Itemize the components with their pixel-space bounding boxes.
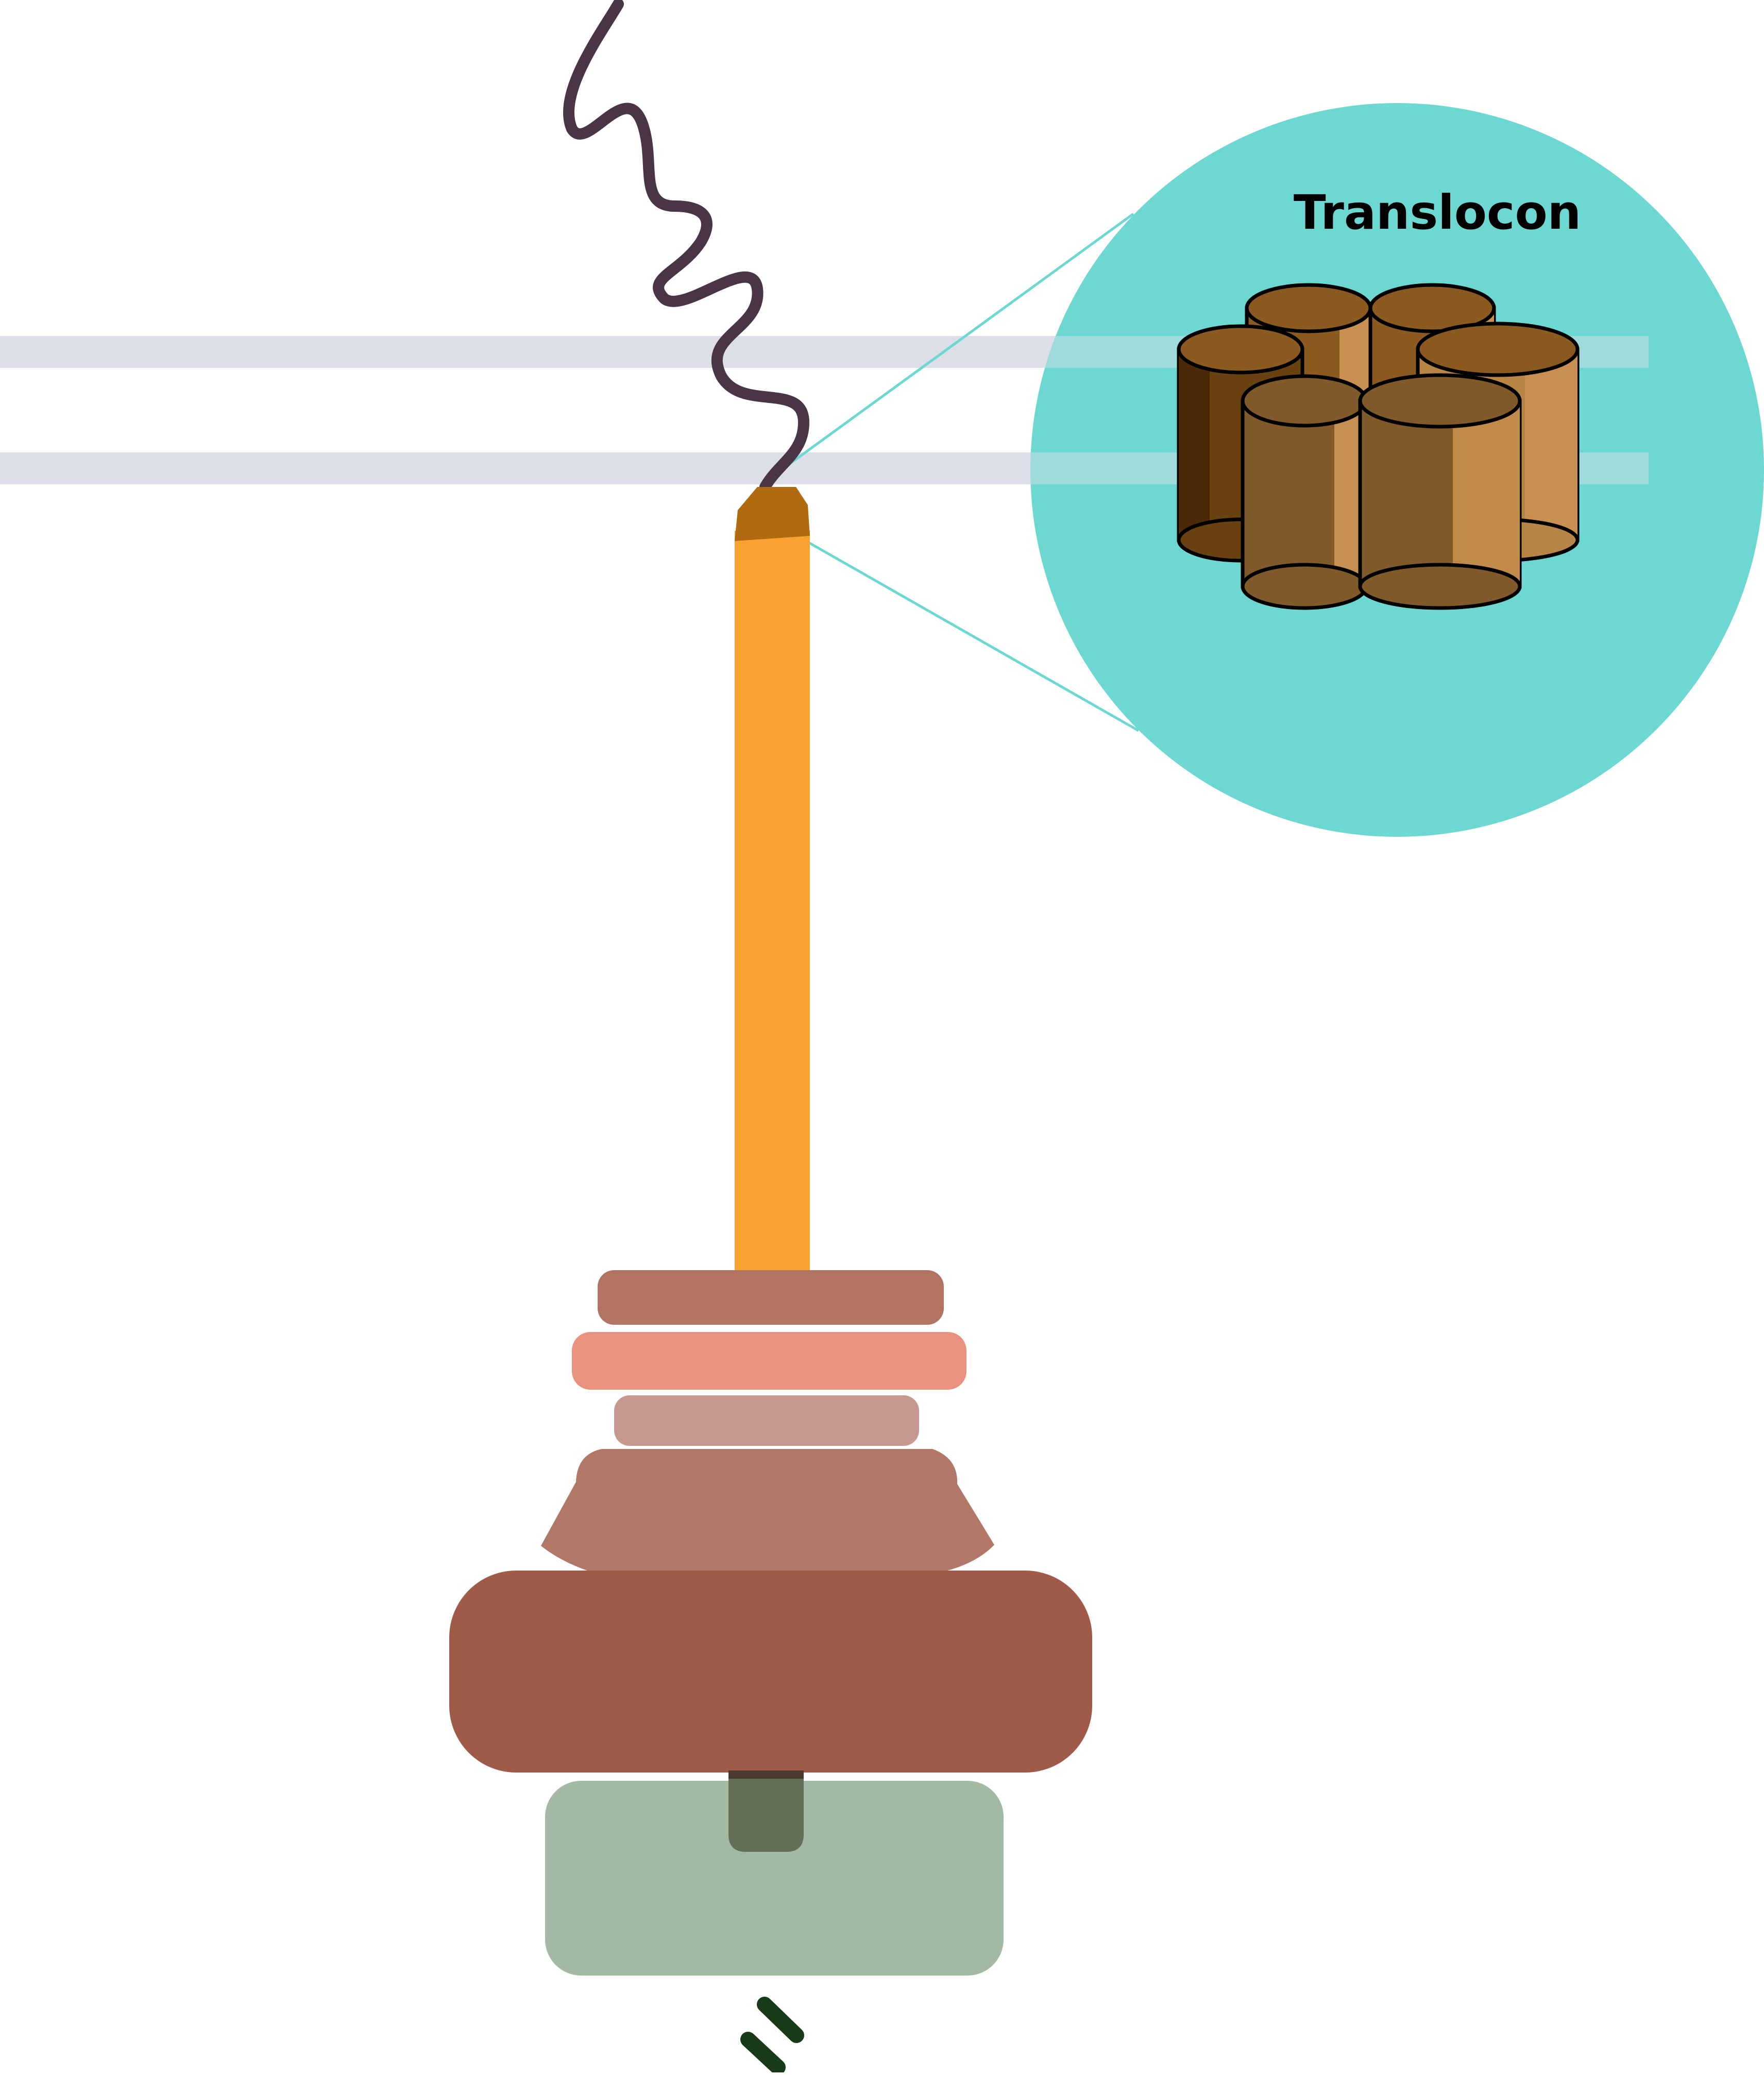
- plate-second: [572, 1332, 966, 1390]
- plate-third: [614, 1395, 919, 1446]
- peptide-chain: [563, 0, 810, 493]
- large-body: [449, 1571, 1092, 1773]
- stalk-tip: [735, 487, 810, 541]
- bottom-dash-upper: [757, 1997, 804, 2043]
- green-block: [545, 1781, 1004, 1976]
- cylinder-front-left: [1241, 374, 1368, 610]
- bottom-dash-lower: [740, 2032, 786, 2075]
- trapezoid-body: [541, 1449, 994, 1577]
- plate-top: [598, 1270, 944, 1325]
- green-post: [728, 1779, 804, 1852]
- translocon-cluster: [1177, 283, 1580, 610]
- callout-connector-lower: [792, 532, 1140, 732]
- green-post-connector: [728, 1770, 804, 1781]
- callout-title: Translocon: [1294, 185, 1581, 240]
- nascent-stalk: [735, 531, 810, 1273]
- callout-connector-upper: [760, 212, 1134, 486]
- cylinder-front-right: [1358, 373, 1522, 610]
